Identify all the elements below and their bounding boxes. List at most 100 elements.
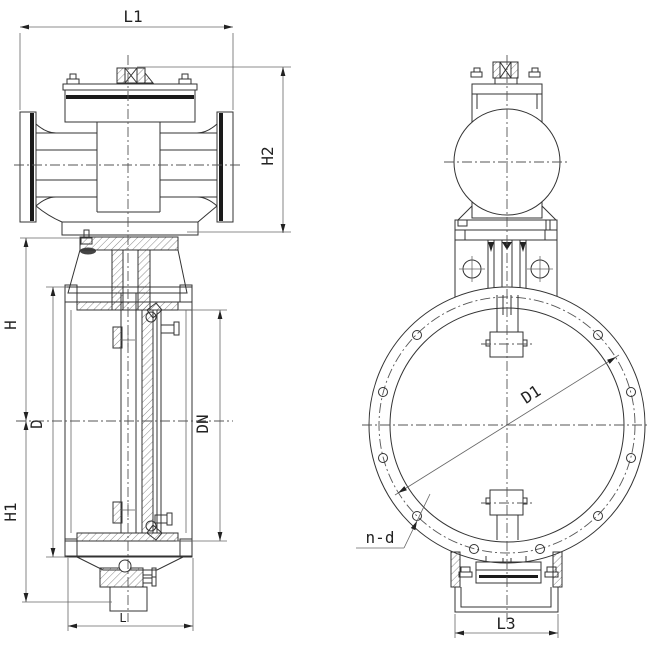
cover-bolt: [528, 71, 541, 78]
cylinder-fillet: [196, 196, 218, 207]
gearbox-body: [64, 89, 196, 123]
flange-top-band: [64, 286, 193, 303]
housing-flare: [457, 205, 473, 221]
foot-side-plate: [450, 551, 461, 588]
bolt-hole: [626, 387, 636, 397]
gearbox-bottom-plate: [61, 221, 199, 236]
bolt-hole: [593, 511, 603, 521]
flange-face-left: [30, 113, 34, 221]
body-section-bottom: [76, 532, 179, 542]
gland-ball-upper: [145, 311, 157, 323]
dimension-h2: H2: [137, 66, 291, 233]
bracket-band: [454, 219, 558, 231]
valve-body: [64, 284, 193, 558]
bolt-hole: [535, 544, 545, 554]
arrowhead: [184, 623, 193, 629]
packing-gland: [116, 67, 126, 84]
dimension-h: H: [1, 237, 80, 602]
arrowhead: [23, 421, 29, 430]
cover-bolt: [66, 78, 80, 85]
foot-bracket: [450, 551, 563, 613]
dim-label-l: L: [119, 611, 126, 625]
arrowhead: [549, 630, 558, 636]
arrowhead: [20, 24, 29, 30]
cover-bolt-head: [473, 67, 481, 73]
front-dimensions: L1 H2 H H1: [1, 7, 291, 631]
worm-flange-left: [19, 111, 37, 223]
foot-box-inner: [460, 587, 552, 608]
arrowhead: [280, 224, 286, 233]
bolt-hole: [626, 453, 636, 463]
bottom-cover: [76, 556, 184, 612]
cover-bolt-head: [69, 73, 77, 80]
flange-face-right: [219, 113, 223, 221]
arrowhead: [50, 548, 56, 557]
foot-side-plate: [552, 551, 563, 588]
foot-box: [454, 587, 559, 613]
weld-wedge: [502, 242, 512, 250]
dimension-dn: DN: [176, 309, 227, 542]
gear-actuator: [19, 67, 234, 236]
thrust-ball: [118, 559, 132, 573]
dim-label-h1: H1: [1, 502, 20, 521]
weld-wedge: [520, 242, 526, 252]
arrowhead: [217, 310, 223, 319]
dim-label-l1: L1: [123, 7, 142, 26]
bottom-taper: [76, 556, 184, 571]
casting-curve: [197, 205, 218, 223]
arrowhead: [23, 412, 29, 421]
dim-label-l3: L3: [496, 614, 515, 633]
body-section-top: [76, 301, 179, 311]
bracket-plate: [454, 229, 558, 241]
cover-bolt: [470, 71, 483, 78]
gland-ball-lower: [145, 520, 157, 532]
bottom-stub: [109, 586, 148, 612]
arrowhead: [410, 521, 417, 531]
dimension-nd: n-d: [356, 493, 431, 549]
foot-bolt-nut: [544, 571, 559, 578]
gearbox-gasket-line: [66, 95, 194, 99]
packing-gland: [492, 61, 501, 79]
bolt-hole: [412, 330, 422, 340]
bolt-hole: [593, 330, 603, 340]
stem-nut: [124, 67, 138, 84]
bearing-key-lower: [112, 501, 123, 524]
cover-bolt-head: [531, 67, 539, 73]
stem-hubs: [481, 295, 533, 540]
hub-pin: [485, 339, 491, 347]
neck-bolt-nut: [80, 237, 93, 245]
stem-nut-cross: [124, 67, 138, 84]
cylinder-fillet: [35, 196, 57, 207]
hub-pin: [485, 497, 491, 505]
front-view: L1 H2 H H1: [1, 7, 291, 631]
flange-bottom-band: [64, 540, 193, 557]
dim-label-nd: n-d: [366, 528, 395, 547]
arrowhead: [398, 486, 407, 493]
bolt-hole: [378, 453, 388, 463]
cover-bolt-head: [151, 567, 157, 578]
dim-label-h2: H2: [258, 146, 277, 165]
arrowhead: [68, 623, 77, 629]
dimension-d: D: [27, 286, 67, 558]
dimension-l1: L1: [19, 7, 234, 110]
arrowhead: [23, 238, 29, 247]
mounting-bracket: [454, 219, 558, 297]
foot-bolt-nut: [458, 571, 473, 578]
dimension-l: L: [67, 558, 194, 631]
dim-label-d: D: [27, 419, 46, 429]
neck-washer: [80, 247, 96, 255]
casting-curve: [35, 205, 63, 223]
arrowhead: [217, 532, 223, 541]
taper-pin-upper: [160, 324, 175, 334]
stem-wall: [137, 249, 151, 311]
foot-gasket-line: [479, 575, 538, 578]
foot-bolt: [460, 566, 471, 573]
taper-pin-head-upper: [173, 321, 180, 336]
bearing-key-upper: [112, 326, 123, 349]
worm-flange-right: [216, 111, 234, 223]
cover-bolt: [142, 577, 153, 584]
cylinder-fillet: [196, 123, 218, 134]
cover-bolt: [178, 78, 192, 85]
bolt-hole: [469, 544, 479, 554]
